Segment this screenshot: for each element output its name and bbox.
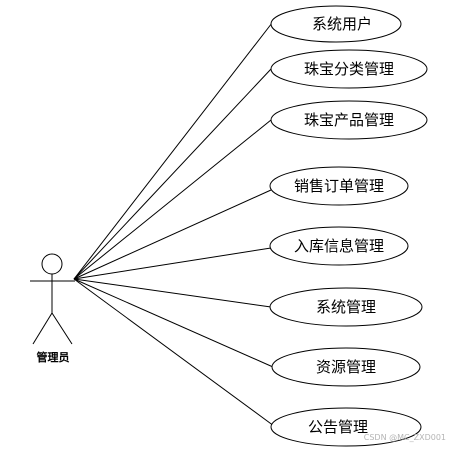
use-case-ellipse: [270, 100, 428, 140]
use-case-ellipse: [271, 347, 421, 387]
actor-right-leg: [51, 312, 73, 345]
association-line: [73, 278, 275, 427]
association-lines: [73, 22, 275, 427]
association-line: [73, 247, 272, 280]
actor-head: [41, 253, 63, 275]
use-case-label: 公告管理: [308, 418, 368, 436]
association-line: [73, 189, 272, 280]
use-case-label: 系统管理: [316, 298, 376, 316]
use-case-ellipse: [270, 49, 428, 89]
use-case[interactable]: 资源管理: [271, 347, 421, 387]
use-case[interactable]: 珠宝分类管理: [270, 49, 428, 89]
use-case[interactable]: 入库信息管理: [269, 226, 409, 266]
use-case-ellipse: [269, 166, 409, 206]
use-case-label: 珠宝产品管理: [304, 111, 394, 129]
use-case-label: 入库信息管理: [294, 237, 384, 255]
association-line: [73, 68, 272, 280]
use-case-label: 资源管理: [316, 358, 376, 376]
use-case-label: 销售订单管理: [294, 177, 384, 195]
use-case[interactable]: 系统用户: [270, 5, 402, 43]
use-case[interactable]: 公告管理: [270, 407, 422, 447]
association-line: [73, 119, 272, 280]
actor-figure: [30, 253, 75, 345]
use-case[interactable]: 系统管理: [269, 287, 423, 327]
use-case-label: 系统用户: [312, 15, 372, 33]
use-case-ellipse: [269, 226, 409, 266]
association-line: [73, 278, 274, 368]
actor-left-leg: [32, 312, 53, 345]
use-case[interactable]: 珠宝产品管理: [270, 100, 428, 140]
watermark: CSDN @MC_ZXD001: [364, 433, 446, 442]
association-line: [73, 278, 272, 308]
association-line: [73, 22, 273, 280]
use-case-ellipse: [269, 287, 423, 327]
use-case-ellipse: [270, 5, 402, 43]
use-case-ellipse: [270, 407, 422, 447]
actor-label: 管理员: [37, 350, 70, 364]
use-case-label: 珠宝分类管理: [304, 60, 394, 78]
use-case[interactable]: 销售订单管理: [269, 166, 409, 206]
